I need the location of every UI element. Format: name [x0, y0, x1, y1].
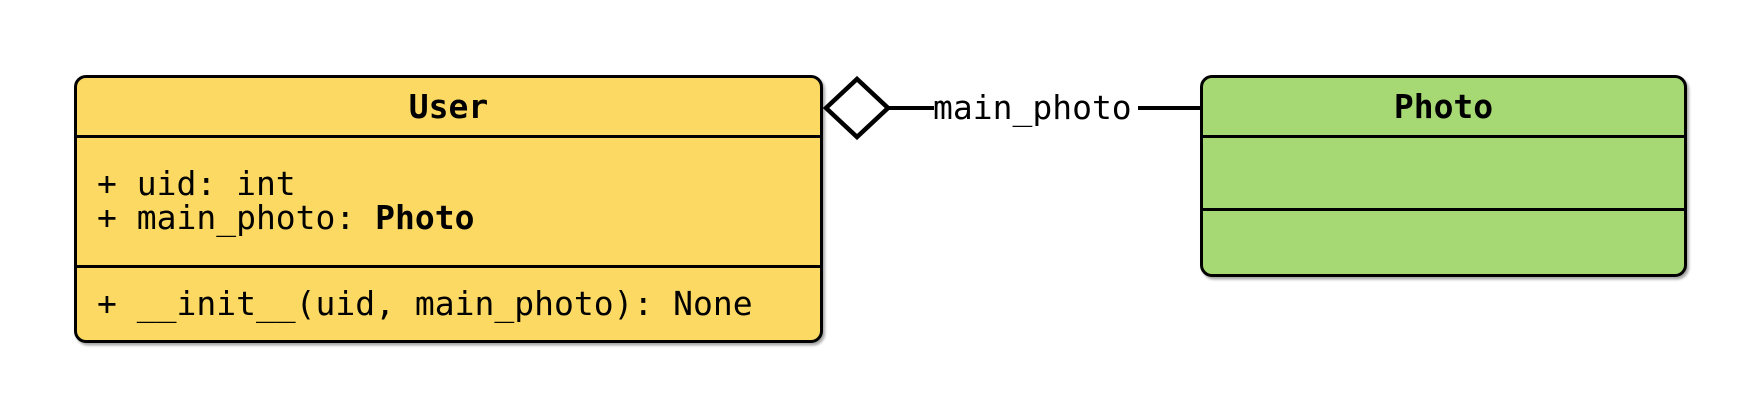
class-title-user: User — [408, 86, 489, 126]
class-box-user: User + uid: int + main_photo: Photo + __… — [74, 75, 823, 343]
class-attributes-photo-empty — [1203, 138, 1684, 211]
connector-line-left — [886, 106, 934, 110]
method-text: + __init__(uid, main_photo): None — [97, 283, 753, 323]
attribute-type-bold: Photo — [375, 198, 475, 237]
class-attributes-user: + uid: int + main_photo: Photo — [77, 138, 820, 268]
attribute-text: + uid: int — [97, 164, 296, 203]
connector-line-right — [1138, 106, 1200, 110]
class-title-photo: Photo — [1393, 86, 1494, 126]
relationship-label: main_photo — [933, 88, 1132, 127]
method-row-init: + __init__(uid, main_photo): None — [97, 283, 820, 323]
aggregation-diamond-icon — [823, 76, 891, 140]
class-methods-user: + __init__(uid, main_photo): None — [77, 268, 820, 341]
attribute-row-main-photo: + main_photo: Photo — [97, 201, 820, 235]
class-methods-photo-empty — [1203, 211, 1684, 275]
class-title-section-photo: Photo — [1203, 78, 1684, 138]
attribute-text: + main_photo: — [97, 198, 376, 237]
class-title-section-user: User — [77, 78, 820, 138]
attribute-row-uid: + uid: int — [97, 167, 820, 201]
class-box-photo: Photo — [1200, 75, 1687, 277]
